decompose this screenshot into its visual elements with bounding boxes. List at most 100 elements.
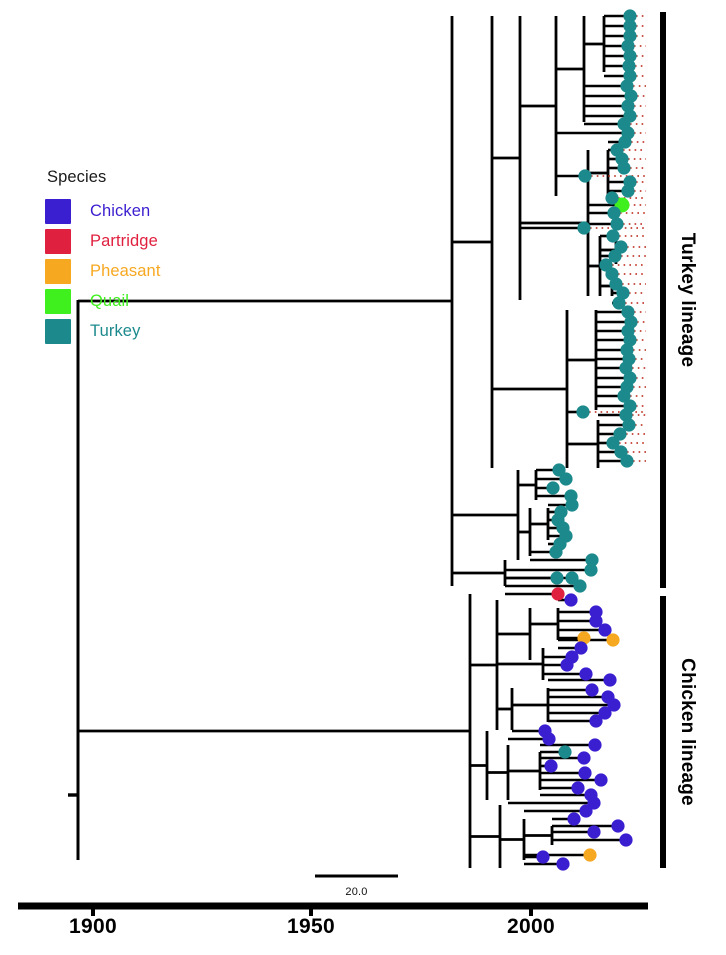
tip-node-chicken[interactable] (589, 614, 603, 628)
tip-node-turkey[interactable] (565, 571, 579, 585)
legend-item-quail: Quail (45, 286, 161, 316)
tip-node-turkey[interactable] (549, 545, 563, 559)
tip-node-turkey[interactable] (550, 571, 564, 585)
tip-node-turkey[interactable] (585, 553, 599, 567)
axis-tick-1900: 1900 (69, 915, 117, 938)
tip-node-turkey[interactable] (622, 59, 636, 73)
tip-node-turkey[interactable] (621, 99, 635, 113)
tip-node-turkey[interactable] (605, 267, 619, 281)
tip-node-turkey[interactable] (608, 249, 622, 263)
tip-node-chicken[interactable] (574, 641, 588, 655)
legend-label-turkey: Turkey (90, 321, 141, 340)
tip-node-turkey[interactable] (607, 206, 621, 220)
tip-node-turkey[interactable] (606, 436, 620, 450)
tip-node-turkey[interactable] (621, 184, 635, 198)
tip-node-turkey[interactable] (576, 405, 590, 419)
legend-swatch-chicken (45, 198, 71, 224)
tip-node-chicken[interactable] (567, 812, 581, 826)
tip-node-turkey[interactable] (616, 286, 630, 300)
tip-node-chicken[interactable] (619, 833, 633, 847)
tip-node-turkey[interactable] (617, 161, 631, 175)
tip-node-turkey[interactable] (546, 481, 560, 495)
tip-node-turkey[interactable] (609, 277, 623, 291)
legend-item-turkey: Turkey (45, 316, 161, 346)
axis-tick-2000: 2000 (507, 915, 555, 938)
tip-node-chicken[interactable] (571, 781, 585, 795)
tip-node-turkey[interactable] (565, 498, 579, 512)
tip-node-chicken[interactable] (542, 732, 556, 746)
tip-node-turkey[interactable] (623, 29, 637, 43)
legend-label-partridge: Partridge (90, 231, 158, 250)
tip-node-chicken[interactable] (611, 819, 625, 833)
lineage-label-chicken: Chicken lineage (677, 658, 698, 806)
tip-node-turkey[interactable] (621, 39, 635, 53)
lineage-label-turkey: Turkey lineage (677, 232, 698, 368)
tip-node-turkey[interactable] (610, 217, 624, 231)
tip-node-chicken[interactable] (585, 683, 599, 697)
tip-node-turkey[interactable] (622, 418, 636, 432)
legend-item-chicken: Chicken (45, 196, 161, 226)
tip-node-turkey[interactable] (584, 563, 598, 577)
tip-node-turkey[interactable] (605, 191, 619, 205)
tip-node-chicken[interactable] (556, 857, 570, 871)
scale-bar-label: 20.0 (345, 886, 368, 898)
tip-node-turkey[interactable] (621, 305, 635, 319)
tip-node-turkey[interactable] (623, 69, 637, 83)
tip-node-turkey[interactable] (552, 463, 566, 477)
tip-node-chicken[interactable] (589, 714, 603, 728)
tip-node-turkey[interactable] (619, 361, 633, 375)
tip-node-turkey[interactable] (623, 19, 637, 33)
tip-node-partridge[interactable] (551, 587, 565, 601)
legend-item-partridge: Partridge (45, 226, 161, 256)
tip-node-chicken[interactable] (564, 593, 578, 607)
tip-node-chicken[interactable] (578, 766, 592, 780)
legend-swatch-partridge (45, 228, 71, 254)
tip-node-chicken[interactable] (607, 698, 621, 712)
legend-title: Species (47, 168, 107, 186)
tip-node-chicken[interactable] (588, 738, 602, 752)
tip-node-chicken[interactable] (577, 751, 591, 765)
tip-node-pheasant[interactable] (577, 631, 591, 645)
tip-node-turkey[interactable] (578, 169, 592, 183)
tip-node-turkey[interactable] (573, 579, 587, 593)
tip-node-turkey[interactable] (613, 427, 627, 441)
tip-node-turkey[interactable] (558, 745, 572, 759)
tip-nodes (536, 9, 638, 871)
tip-node-turkey[interactable] (623, 49, 637, 63)
tip-node-chicken[interactable] (544, 759, 558, 773)
legend-swatch-quail (45, 288, 71, 314)
tip-node-turkey[interactable] (577, 221, 591, 235)
tip-node-turkey[interactable] (617, 389, 631, 403)
tip-node-turkey[interactable] (620, 79, 634, 93)
legend-label-quail: Quail (90, 291, 130, 310)
tip-node-turkey[interactable] (619, 408, 633, 422)
tip-node-turkey[interactable] (623, 333, 637, 347)
tip-node-chicken[interactable] (536, 850, 550, 864)
tip-node-chicken[interactable] (603, 673, 617, 687)
tip-node-chicken[interactable] (579, 667, 593, 681)
tip-node-chicken[interactable] (594, 773, 608, 787)
tip-node-turkey[interactable] (624, 89, 638, 103)
tip-node-turkey[interactable] (618, 135, 632, 149)
legend-label-pheasant: Pheasant (90, 261, 161, 280)
tip-node-chicken[interactable] (598, 623, 612, 637)
tip-node-chicken[interactable] (560, 658, 574, 672)
tip-node-turkey[interactable] (559, 472, 573, 486)
tip-node-turkey[interactable] (606, 229, 620, 243)
tip-node-pheasant[interactable] (606, 633, 620, 647)
legend-label-chicken: Chicken (90, 201, 151, 220)
tip-node-chicken[interactable] (587, 825, 601, 839)
tip-node-turkey[interactable] (620, 454, 634, 468)
tip-node-pheasant[interactable] (583, 848, 597, 862)
tip-node-chicken[interactable] (598, 706, 612, 720)
legend-swatch-pheasant (45, 258, 71, 284)
tip-node-turkey[interactable] (612, 296, 626, 310)
axis-tick-1950: 1950 (287, 915, 335, 938)
tip-node-chicken[interactable] (587, 796, 601, 810)
tip-node-turkey[interactable] (623, 9, 637, 23)
tip-node-chicken[interactable] (579, 804, 593, 818)
